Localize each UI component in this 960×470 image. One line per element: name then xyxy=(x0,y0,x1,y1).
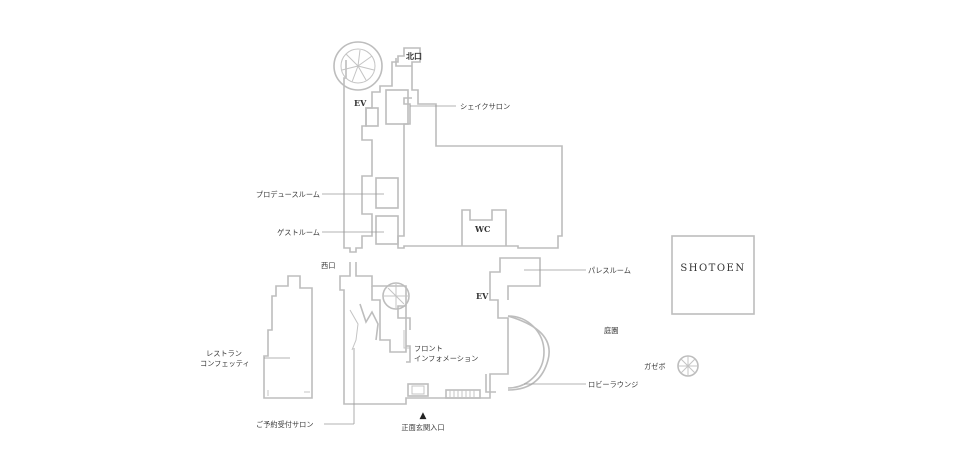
label-information: インフォメーション xyxy=(414,354,478,363)
label-guest-room: ゲストルーム xyxy=(277,228,320,237)
label-wc: WC xyxy=(474,224,490,234)
lower-wing xyxy=(339,257,550,405)
restaurant-building xyxy=(263,275,313,399)
label-west-entrance: 西口 xyxy=(321,261,335,270)
upper-wing xyxy=(333,41,563,253)
leader-lines xyxy=(264,105,586,425)
label-lobby-lounge: ロビーラウンジ xyxy=(588,380,638,389)
label-garden: 庭園 xyxy=(604,326,618,335)
gazebo-icon xyxy=(677,355,699,377)
label-palace-room: パレスルーム xyxy=(588,266,631,275)
label-main-entrance: 正面玄関入口 xyxy=(401,423,444,432)
shotoen-building xyxy=(671,235,755,315)
label-front: フロント xyxy=(414,344,443,353)
label-shotoen: SHOTOEN xyxy=(680,263,745,274)
label-shake-salon: シェイクサロン xyxy=(460,102,510,111)
label-reservation-salon: ご予約受付サロン xyxy=(256,420,314,429)
label-ev-lower: EV xyxy=(476,291,489,301)
label-gazebo: ガゼボ xyxy=(644,362,666,371)
label-north-entrance: 北口 xyxy=(406,51,422,61)
label-confetti: コンフェッティ xyxy=(200,359,250,368)
label-ev-upper: EV xyxy=(354,98,367,108)
label-produce-room: プロデュースルーム xyxy=(256,190,320,199)
label-restaurant: レストラン xyxy=(206,349,242,358)
main-entrance-arrow-icon: ▲ xyxy=(420,411,427,421)
